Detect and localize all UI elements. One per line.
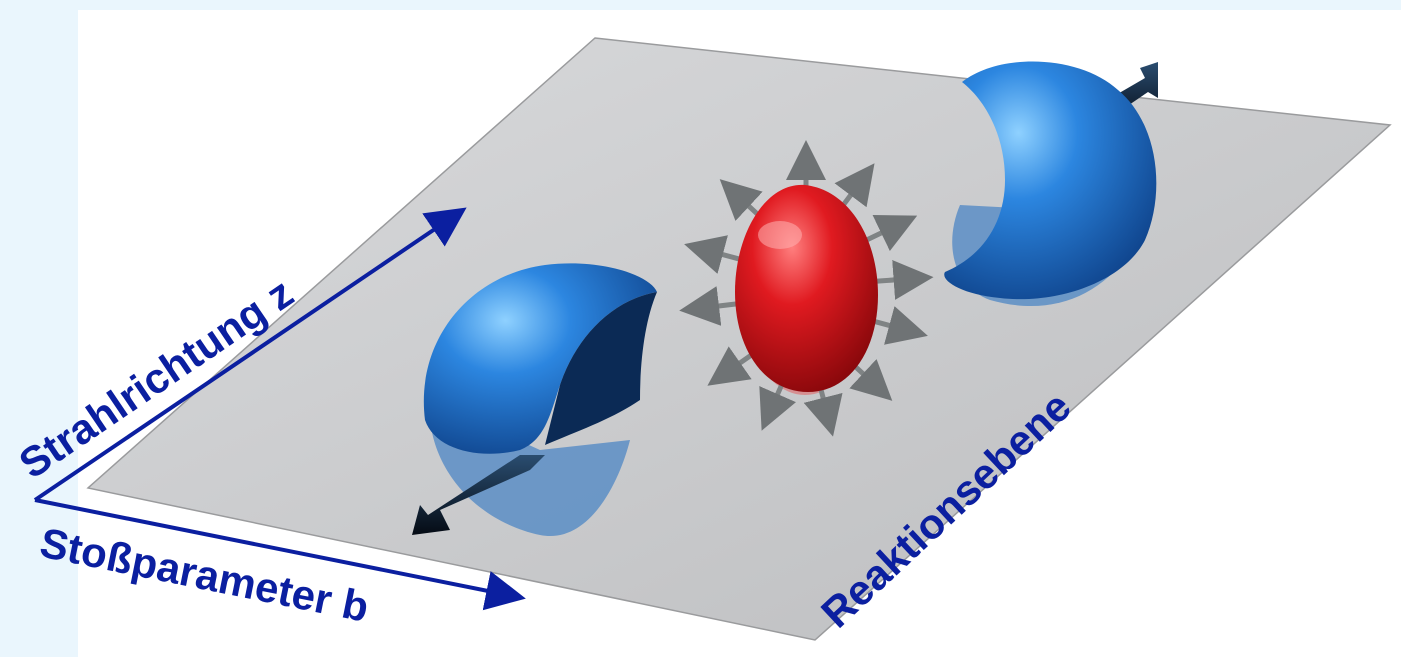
impact-axis — [34, 498, 526, 611]
beam-axis — [33, 207, 467, 502]
flow-arrow-icon — [684, 235, 741, 274]
flow-arrow-icon — [719, 179, 763, 222]
flow-arrow-icon — [759, 382, 796, 431]
top-strip — [0, 0, 1401, 10]
radial-flow-arrows — [679, 140, 934, 437]
flow-arrow-icon — [865, 214, 918, 252]
flow-arrow-icon — [871, 306, 928, 345]
flow-arrow-icon — [875, 260, 934, 300]
spectator-nucleus-icon — [423, 263, 657, 454]
flow-arrow-icon — [803, 387, 843, 437]
spectator-nucleus-icon — [944, 61, 1157, 300]
axes — [33, 207, 526, 611]
flow-arrow-icon — [412, 455, 545, 535]
spectator-nucleus-right — [944, 61, 1158, 300]
fireball — [679, 140, 934, 437]
side-panel — [0, 0, 78, 657]
flow-arrow-icon — [834, 163, 875, 208]
spectator-nucleus-left — [412, 263, 657, 535]
flow-arrow-icon — [849, 358, 893, 401]
flow-arrow-icon — [679, 286, 737, 326]
flow-arrow-icon — [707, 346, 754, 386]
